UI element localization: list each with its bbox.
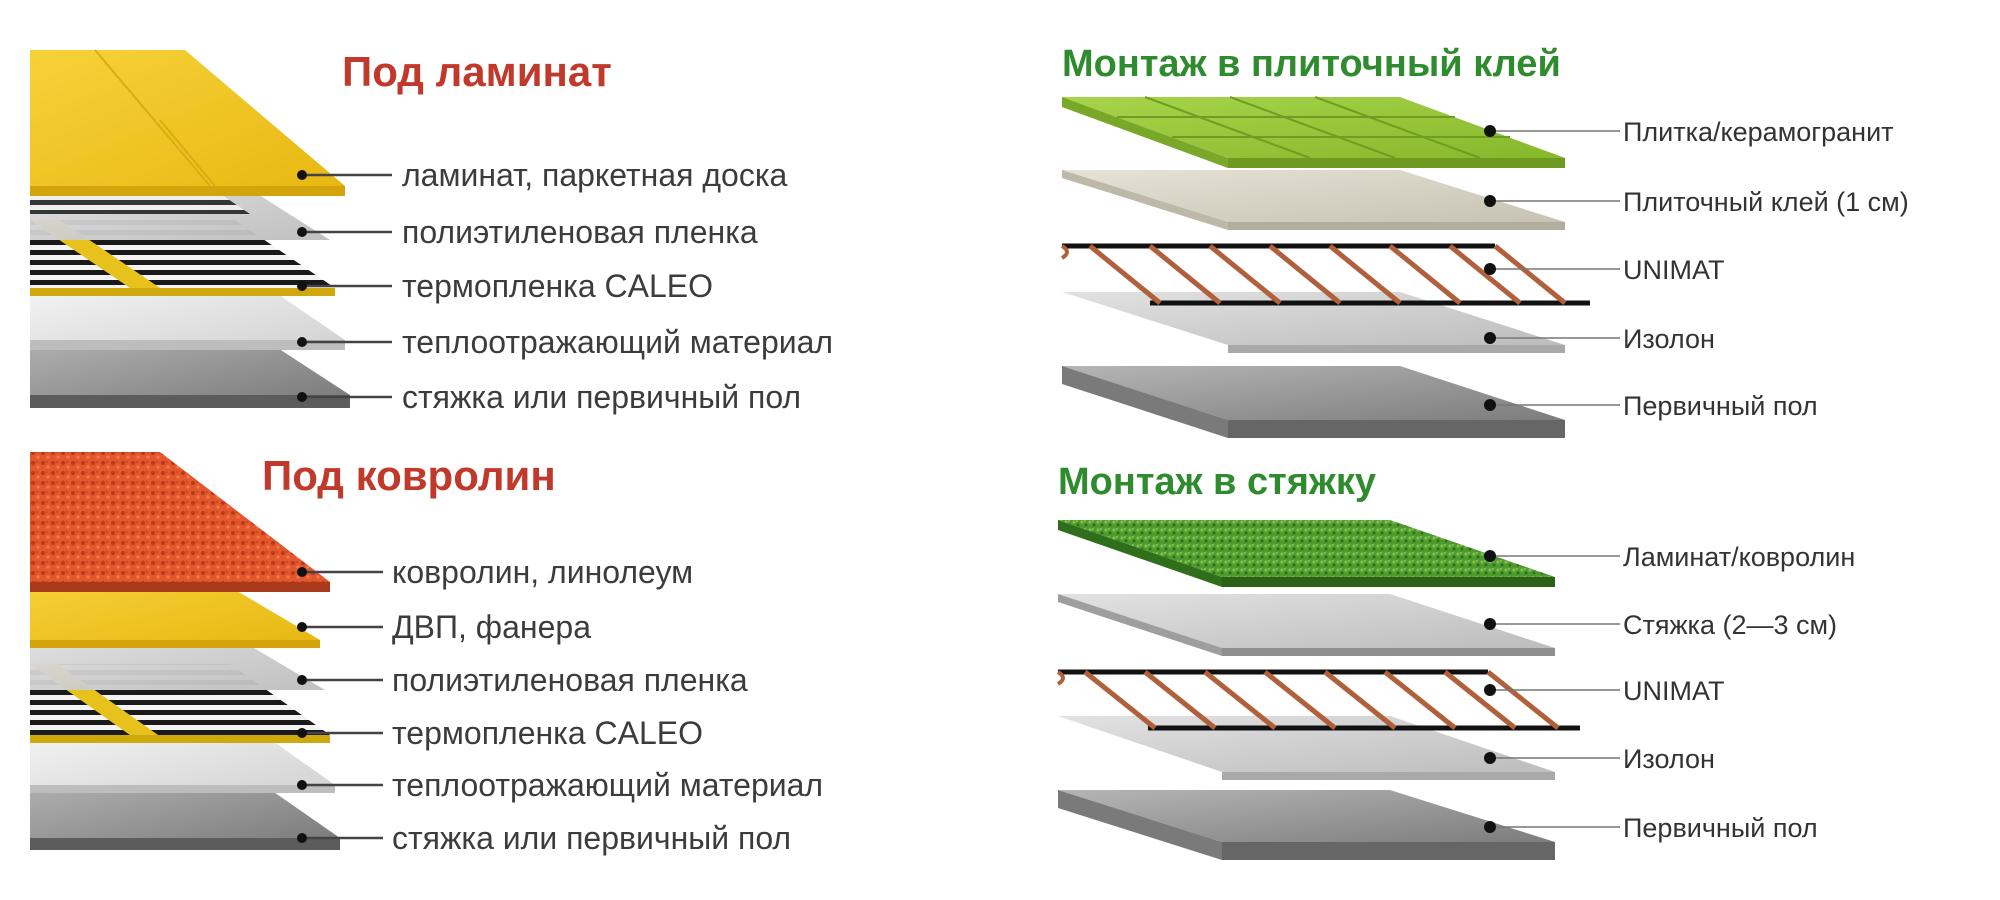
layer-label: термопленка CALEO (402, 268, 713, 304)
layer-label: Стяжка (2—3 см) (1623, 610, 1837, 640)
layer-label: UNIMAT (1623, 676, 1725, 706)
layer-label: UNIMAT (1623, 255, 1725, 285)
panel-title: Под ламинат (342, 48, 612, 95)
legend-polyethylene: полиэтиленовая пленка (297, 214, 758, 250)
layer-label: полиэтиленовая пленка (392, 662, 748, 698)
legend-unimat: UNIMAT (1484, 676, 1725, 706)
legend-thermofilm: термопленка CALEO (297, 268, 713, 304)
legend-fiberboard: ДВП, фанера (297, 609, 591, 645)
layer-carpet (30, 452, 330, 592)
layer-primary-floor (1062, 366, 1565, 438)
layer-label: Плитка/керамогранит (1623, 117, 1894, 147)
layer-label: теплоотражающий материал (402, 324, 833, 360)
legend-tile: Плитка/керамогранит (1484, 117, 1894, 147)
layer-tile-adhesive (1062, 170, 1565, 230)
legend-thermofilm: термопленка CALEO (297, 715, 703, 751)
legend-screed: Стяжка (2—3 см) (1484, 610, 1837, 640)
legend-polyethylene: полиэтиленовая пленка (297, 662, 748, 698)
layer-label: ковролин, линолеум (392, 554, 693, 590)
panel-tile-adhesive: Монтаж в плиточный клей (1060, 43, 1909, 438)
layer-label: Ламинат/ковролин (1623, 542, 1855, 572)
layer-label: полиэтиленовая пленка (402, 214, 758, 250)
layer-label: Первичный пол (1623, 391, 1818, 421)
layer-unimat (1060, 243, 1590, 306)
panel-laminate: Под ламинат ламинат, паркетная доска пол… (30, 48, 833, 415)
panel-screed: Монтаж в стяжку (1056, 461, 1855, 860)
layer-label: Изолон (1623, 324, 1715, 354)
legend-primary-floor: Первичный пол (1484, 391, 1818, 421)
legend-laminate-board: ламинат, паркетная доска (297, 157, 788, 193)
layer-laminate-board (30, 49, 345, 196)
legend-screed: стяжка или первичный пол (297, 379, 801, 415)
layer-laminate-carpet (1058, 520, 1555, 587)
layer-tile (1062, 96, 1565, 168)
legend-laminate-carpet: Ламинат/ковролин (1484, 542, 1855, 572)
legend-izolon: Изолон (1484, 324, 1715, 354)
layer-label: ламинат, паркетная доска (402, 157, 788, 193)
legend-reflective-foil: теплоотражающий материал (297, 767, 823, 803)
panel-carpet: Под ковролин ковролин, линолеум ДВП, фан… (30, 452, 823, 856)
panel-title: Монтаж в плиточный клей (1062, 43, 1561, 85)
panel-title: Под ковролин (262, 452, 556, 499)
panel-title: Монтаж в стяжку (1058, 461, 1376, 503)
layer-unimat (1056, 669, 1580, 731)
layer-label: стяжка или первичный пол (392, 820, 791, 856)
legend-reflective-foil: теплоотражающий материал (297, 324, 833, 360)
layer-primary-floor (1058, 790, 1555, 860)
layer-label: теплоотражающий материал (392, 767, 823, 803)
layer-label: Изолон (1623, 744, 1715, 774)
layer-screed (1058, 594, 1555, 656)
layer-label: ДВП, фанера (392, 609, 591, 645)
legend-carpet: ковролин, линолеум (297, 554, 693, 590)
legend-screed: стяжка или первичный пол (297, 820, 791, 856)
layer-label: Плиточный клей (1 см) (1623, 187, 1909, 217)
layer-label: Первичный пол (1623, 813, 1818, 843)
legend-unimat: UNIMAT (1484, 255, 1725, 285)
layer-label: стяжка или первичный пол (402, 379, 801, 415)
legend-primary-floor: Первичный пол (1484, 813, 1818, 843)
layer-label: термопленка CALEO (392, 715, 703, 751)
legend-izolon: Изолон (1484, 744, 1715, 774)
legend-tile-adhesive: Плиточный клей (1 см) (1484, 187, 1909, 217)
